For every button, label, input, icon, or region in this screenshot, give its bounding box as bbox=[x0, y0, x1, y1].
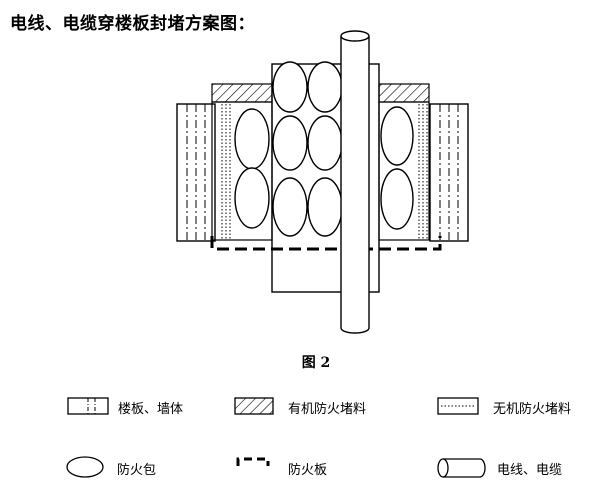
fire-bag bbox=[234, 167, 270, 229]
page-title: 电线、电缆穿楼板封堵方案图： bbox=[10, 14, 255, 34]
floor-wall-right bbox=[429, 103, 469, 242]
fire-bag bbox=[272, 61, 308, 113]
legend-floor-wall-label: 楼板、墙体 bbox=[118, 402, 184, 417]
legend-inorganic-fill-icon bbox=[437, 397, 479, 415]
legend-fire-bag-label: 防火包 bbox=[117, 463, 157, 478]
inorganic-fill-right bbox=[418, 104, 428, 240]
fire-bag bbox=[307, 177, 343, 237]
legend-fire-bag-icon bbox=[66, 456, 104, 478]
legend-cable-label: 电线、电缆 bbox=[497, 463, 563, 478]
organic-fill-right bbox=[378, 83, 430, 103]
fire-bags bbox=[234, 61, 414, 237]
legend-fire-board-icon bbox=[236, 457, 270, 466]
legend-organic-fill-label: 有机防火堵料 bbox=[288, 402, 367, 417]
fire-bag bbox=[380, 106, 414, 166]
figure-caption: 图 2 bbox=[301, 355, 331, 371]
fire-bag bbox=[307, 115, 343, 171]
fire-bag bbox=[234, 108, 270, 170]
fire-bag bbox=[307, 61, 343, 113]
legend-organic-fill-icon bbox=[234, 397, 274, 415]
fire-board bbox=[210, 236, 442, 251]
organic-fill-left bbox=[211, 83, 273, 103]
floor-wall-left bbox=[176, 103, 216, 242]
legend-cable-icon bbox=[437, 458, 486, 478]
cable bbox=[340, 30, 370, 334]
fire-bag bbox=[272, 115, 308, 171]
inorganic-fill-left bbox=[221, 104, 231, 240]
legend-inorganic-fill-label: 无机防火堵料 bbox=[493, 402, 572, 417]
fire-bag bbox=[380, 168, 414, 230]
legend-floor-wall-icon bbox=[67, 397, 109, 415]
fire-bag bbox=[272, 177, 308, 237]
legend-fire-board-label: 防火板 bbox=[288, 463, 328, 478]
